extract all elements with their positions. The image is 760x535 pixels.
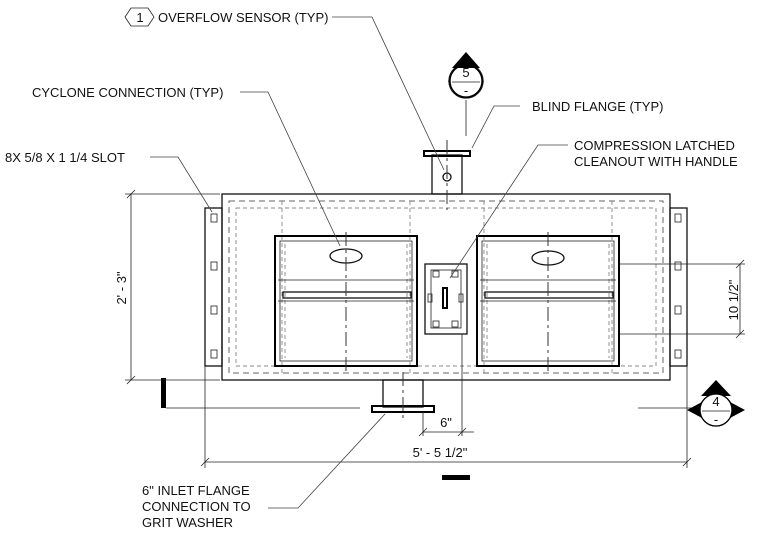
cleanout-handle bbox=[442, 287, 448, 309]
overflow-sensor-callout: 1 OVERFLOW SENSOR (TYP) bbox=[124, 7, 328, 27]
cyclone-connection-label: CYCLONE CONNECTION (TYP) bbox=[32, 85, 223, 100]
right-mounting-flange bbox=[669, 207, 688, 367]
section-4-sheet: - bbox=[714, 412, 718, 427]
inlet-label-line3: GRIT WASHER bbox=[142, 515, 233, 530]
inner-height-dimension-text: 10 1/2" bbox=[726, 279, 741, 320]
inlet-flange-pipe bbox=[371, 372, 435, 420]
blind-flange-label: BLIND FLANGE (TYP) bbox=[532, 99, 663, 114]
offset-dimension: 6" bbox=[418, 334, 474, 437]
height-dimension-text: 2' - 3" bbox=[114, 271, 129, 304]
leader-lines bbox=[150, 16, 568, 509]
left-cyclone-compartment bbox=[274, 232, 418, 372]
overflow-outlet-pipe bbox=[423, 140, 471, 210]
section-4-number: 4 bbox=[712, 394, 719, 409]
inlet-label-line1: 6" INLET FLANGE bbox=[142, 483, 250, 498]
section-5-sheet: - bbox=[464, 83, 468, 98]
section-marker-5: 5 - bbox=[447, 52, 485, 99]
section-marker-4: 4 - bbox=[687, 380, 745, 427]
internal-stiffeners bbox=[281, 201, 613, 373]
inlet-label-line2: CONNECTION TO bbox=[142, 499, 251, 514]
overall-length-dimension: 5' - 5 1/2" bbox=[200, 366, 692, 468]
cleanout-label-line2: CLEANOUT WITH HANDLE bbox=[574, 154, 738, 169]
left-mounting-flange bbox=[204, 207, 223, 367]
cleanout-hatch bbox=[424, 263, 468, 335]
section-5-number: 5 bbox=[462, 65, 469, 80]
overflow-sensor-tag: 1 bbox=[136, 10, 143, 25]
overall-length-dimension-text: 5' - 5 1/2" bbox=[413, 445, 468, 460]
slot-label: 8X 5/8 X 1 1/4 SLOT bbox=[5, 150, 125, 165]
right-cyclone-compartment bbox=[476, 232, 620, 372]
height-dimension: 2' - 3" bbox=[114, 189, 220, 385]
cleanout-label-line1: COMPRESSION LATCHED bbox=[574, 138, 735, 153]
offset-dimension-text: 6" bbox=[440, 415, 452, 430]
inner-height-dimension: 10 1/2" bbox=[620, 259, 745, 339]
overflow-sensor-label: OVERFLOW SENSOR (TYP) bbox=[158, 10, 328, 25]
section-cut-lines bbox=[161, 100, 700, 480]
